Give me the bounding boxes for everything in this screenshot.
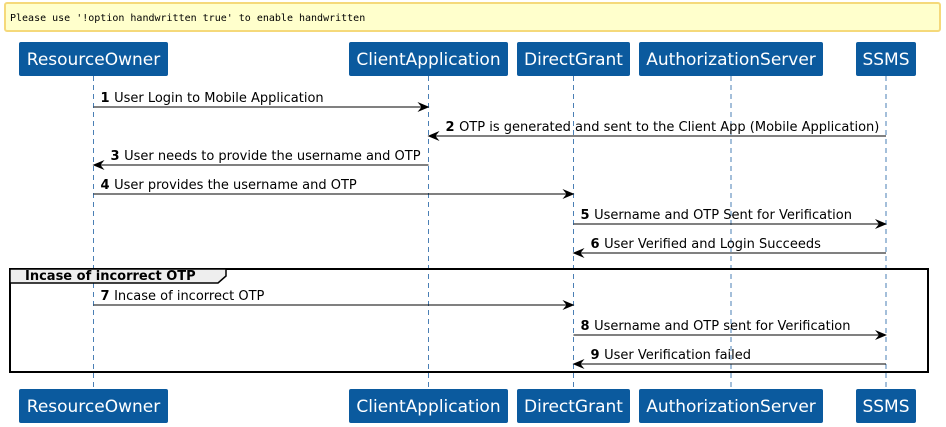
participant-box — [517, 389, 630, 423]
participant-resource_owner-top: ResourceOwner — [19, 42, 168, 76]
participant-label: ResourceOwner — [27, 397, 160, 417]
participant-label: DirectGrant — [524, 397, 623, 417]
participant-box — [856, 389, 916, 423]
participant-direct_grant-bottom: DirectGrant — [517, 389, 630, 423]
participant-ssms-top: SSMS — [856, 42, 916, 76]
message-label: 4 User provides the username and OTP — [101, 178, 357, 193]
lifelines — [93, 76, 887, 389]
message-text: User Verification failed — [604, 348, 751, 363]
message-text: Username and OTP sent for Verification — [594, 319, 850, 334]
participants: ResourceOwnerResourceOwnerClientApplicat… — [19, 42, 916, 423]
message-text: Incase of incorrect OTP — [114, 289, 264, 304]
message-number: 9 — [591, 348, 605, 363]
message-label: 1 User Login to Mobile Application — [101, 91, 324, 106]
message-number: 8 — [581, 319, 595, 334]
participant-label: ResourceOwner — [27, 50, 160, 70]
participant-ssms-bottom: SSMS — [856, 389, 916, 423]
message-label: 5 Username and OTP Sent for Verification — [581, 208, 852, 223]
message-number: 3 — [111, 149, 125, 164]
participant-label: AuthorizationServer — [646, 397, 816, 417]
message-7: 7 Incase of incorrect OTP — [93, 289, 575, 310]
message-4: 4 User provides the username and OTP — [93, 178, 575, 199]
participant-box — [349, 389, 508, 423]
participant-auth_server-bottom: AuthorizationServer — [639, 389, 823, 423]
message-8: 8 Username and OTP sent for Verification — [573, 319, 887, 340]
participant-client_app-top: ClientApplication — [349, 42, 508, 76]
message-9: 9 User Verification failed — [572, 348, 886, 369]
participant-box — [639, 42, 823, 76]
message-text: Username and OTP Sent for Verification — [594, 208, 852, 223]
participant-box — [639, 389, 823, 423]
participant-label: SSMS — [862, 397, 909, 417]
message-number: 7 — [101, 289, 115, 304]
messages: 1 User Login to Mobile Application 2 OTP … — [92, 91, 887, 369]
message-text: User needs to provide the username and O… — [124, 149, 421, 164]
participant-label: SSMS — [862, 50, 909, 70]
message-text: OTP is generated and sent to the Client … — [459, 120, 879, 135]
participant-box — [19, 42, 168, 76]
message-label: 3 User needs to provide the username and… — [111, 149, 421, 164]
warning-text: Please use '!option handwritten true' to… — [10, 13, 365, 24]
message-1: 1 User Login to Mobile Application — [93, 91, 430, 112]
message-2: 2 OTP is generated and sent to the Clien… — [427, 120, 886, 141]
message-number: 1 — [101, 91, 115, 106]
participant-label: ClientApplication — [356, 50, 500, 70]
message-6: 6 User Verified and Login Succeeds — [572, 237, 886, 258]
participant-label: ClientApplication — [356, 397, 500, 417]
message-number: 5 — [581, 208, 595, 223]
alt-frame-title: Incase of incorrect OTP — [25, 269, 196, 284]
participant-client_app-bottom: ClientApplication — [349, 389, 508, 423]
participant-direct_grant-top: DirectGrant — [517, 42, 630, 76]
message-number: 6 — [591, 237, 605, 252]
warning-note — [4, 2, 941, 32]
message-text: User provides the username and OTP — [114, 178, 357, 193]
alt-frame: Incase of incorrect OTP — [9, 268, 929, 373]
message-5: 5 Username and OTP Sent for Verification — [573, 208, 887, 229]
message-label: 9 User Verification failed — [591, 348, 752, 363]
message-text: User Login to Mobile Application — [114, 91, 324, 106]
participant-auth_server-top: AuthorizationServer — [639, 42, 823, 76]
message-3: 3 User needs to provide the username and… — [92, 149, 429, 170]
message-label: 7 Incase of incorrect OTP — [101, 289, 265, 304]
participant-box — [856, 42, 916, 76]
participant-label: DirectGrant — [524, 50, 623, 70]
message-number: 2 — [446, 120, 460, 135]
participant-box — [349, 42, 508, 76]
participant-box — [19, 389, 168, 423]
message-number: 4 — [101, 178, 115, 193]
participant-resource_owner-bottom: ResourceOwner — [19, 389, 168, 423]
participant-label: AuthorizationServer — [646, 50, 816, 70]
participant-box — [517, 42, 630, 76]
message-text: User Verified and Login Succeeds — [604, 237, 821, 252]
message-label: 6 User Verified and Login Succeeds — [591, 237, 822, 252]
message-label: 2 OTP is generated and sent to the Clien… — [446, 120, 880, 135]
message-label: 8 Username and OTP sent for Verification — [581, 319, 851, 334]
